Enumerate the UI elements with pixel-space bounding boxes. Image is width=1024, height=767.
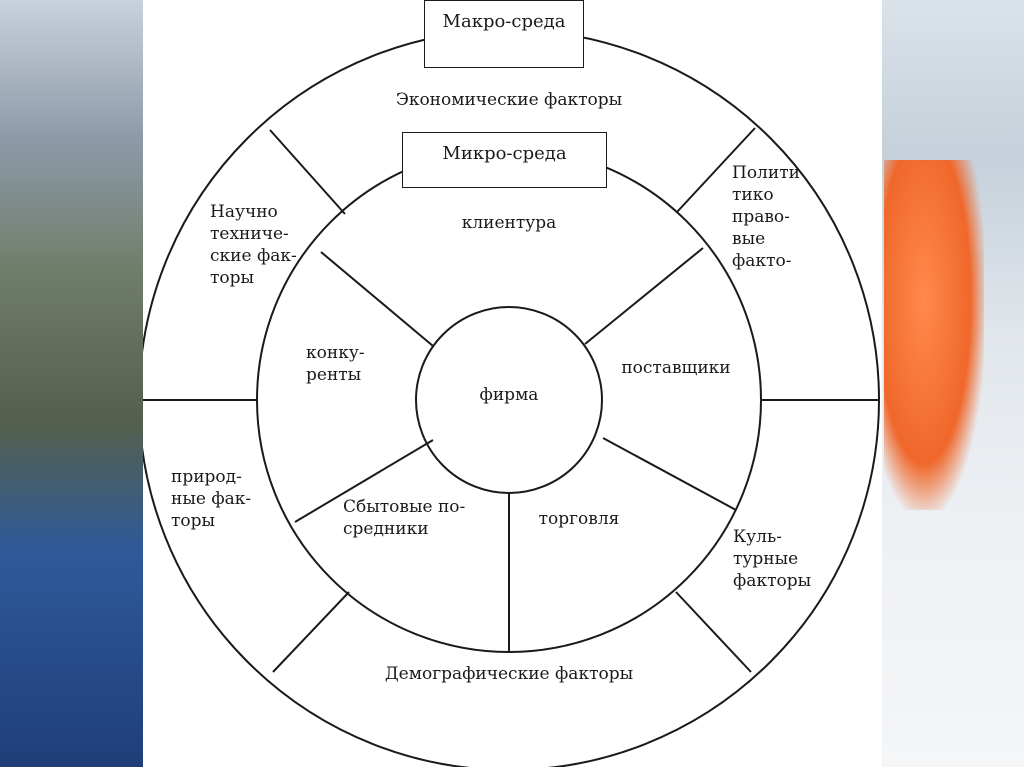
competitors-label: конку- ренты [306,343,365,385]
divider-inner-upper-left [320,251,434,347]
suppliers-label: поставщики [621,358,731,378]
micro-environment-box: Микро-среда [402,132,607,188]
background-left-photo [0,0,145,767]
divider-inner-lower-right [602,437,737,511]
diagram-panel: Макро-среда Микро-среда фирма Экономичес… [143,0,882,767]
firm-label: фирма [479,385,539,405]
divider-inner-upper-right [584,247,704,345]
cultural-factors-label: Куль- турные факторы [733,527,812,591]
macro-environment-box: Макро-среда [424,0,584,68]
trade-label: торговля [538,509,620,529]
clients-label: клиентура [461,213,557,233]
background-orange-object [884,160,984,510]
divider-outer-lower-left [272,591,350,673]
macro-environment-label: Макро-среда [442,11,566,32]
divider-inner-lower-left [294,439,434,523]
demographic-factors-label: Демографические факторы [384,664,634,684]
sales-intermediaries-label: Сбытовые по- средники [343,497,466,539]
scientific-factors-label: Научно техниче- ские фак- торы [210,202,297,288]
divider-outer-lower-right [675,591,752,673]
economic-factors-label: Экономические факторы [395,90,623,110]
divider-outer-upper-right [676,127,756,213]
natural-factors-label: природ- ные фак- торы [171,467,252,531]
micro-environment-label: Микро-среда [442,143,567,164]
political-factors-label: Полити тико право- вые факто- [732,163,800,271]
divider-outer-upper-left [269,129,346,215]
